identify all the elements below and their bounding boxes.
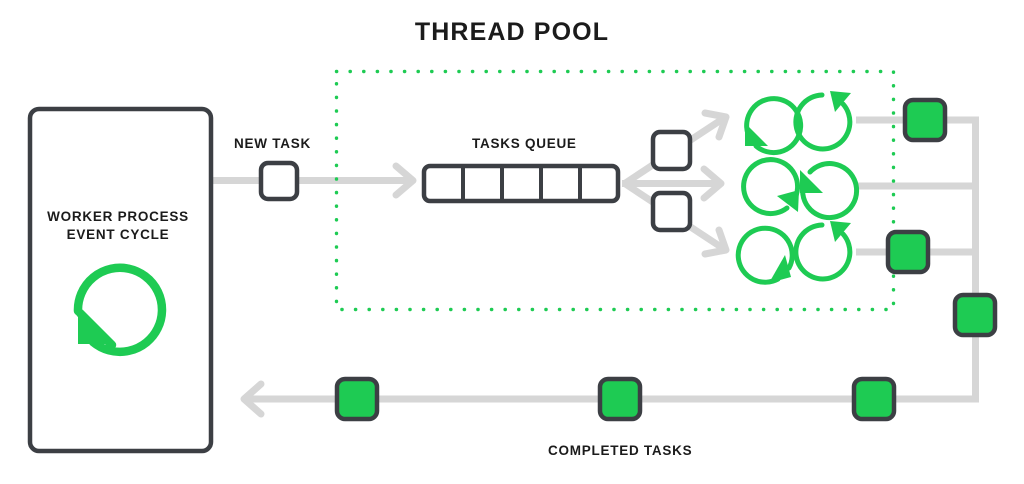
completed-tasks-label: COMPLETED TASKS — [548, 443, 693, 458]
new-task-label: NEW TASK — [234, 136, 311, 151]
dispatch-square-1[interactable] — [650, 129, 693, 172]
arrowhead-return — [240, 380, 265, 418]
worker-process-label: WORKER PROCESS EVENT CYCLE — [28, 208, 208, 244]
thread-worker-icon-1-1 — [744, 96, 804, 155]
thread-worker-icon-2-1 — [741, 157, 801, 217]
completed-task-5[interactable] — [597, 376, 643, 422]
page-title: THREAD POOL — [414, 18, 610, 46]
completed-task-2[interactable] — [885, 229, 931, 275]
completed-task-6[interactable] — [334, 376, 380, 422]
thread-pool-dotted-region — [334, 69, 896, 312]
thread-worker-icon-1-2 — [793, 91, 853, 152]
worker-process-label-line2: EVENT CYCLE — [66, 227, 170, 242]
arrowhead-thread-row3 — [701, 226, 730, 258]
tasks-queue[interactable] — [421, 163, 621, 204]
thread-worker-icon-3-2 — [793, 221, 853, 282]
connector-lines — [213, 109, 979, 418]
new-task-square[interactable] — [258, 160, 300, 202]
refresh-cycle-icon — [73, 263, 167, 356]
thread-worker-icon-3-1 — [735, 225, 795, 285]
thread-worker-icon-2-2 — [800, 161, 860, 221]
completed-task-3[interactable] — [952, 292, 998, 338]
arrowhead-thread-row2 — [700, 165, 725, 202]
dispatch-square-2[interactable] — [650, 190, 693, 233]
completed-task-1[interactable] — [902, 97, 948, 143]
completed-task-4[interactable] — [851, 376, 897, 422]
arrowhead-thread-row1 — [701, 109, 730, 141]
arrowhead-to-queue — [392, 162, 417, 199]
tasks-queue-outline — [421, 163, 621, 204]
completed-task-squares — [334, 97, 998, 422]
worker-process-box[interactable] — [27, 106, 214, 454]
tasks-queue-label: TASKS QUEUE — [472, 136, 577, 151]
worker-process-label-line1: WORKER PROCESS — [47, 209, 189, 224]
